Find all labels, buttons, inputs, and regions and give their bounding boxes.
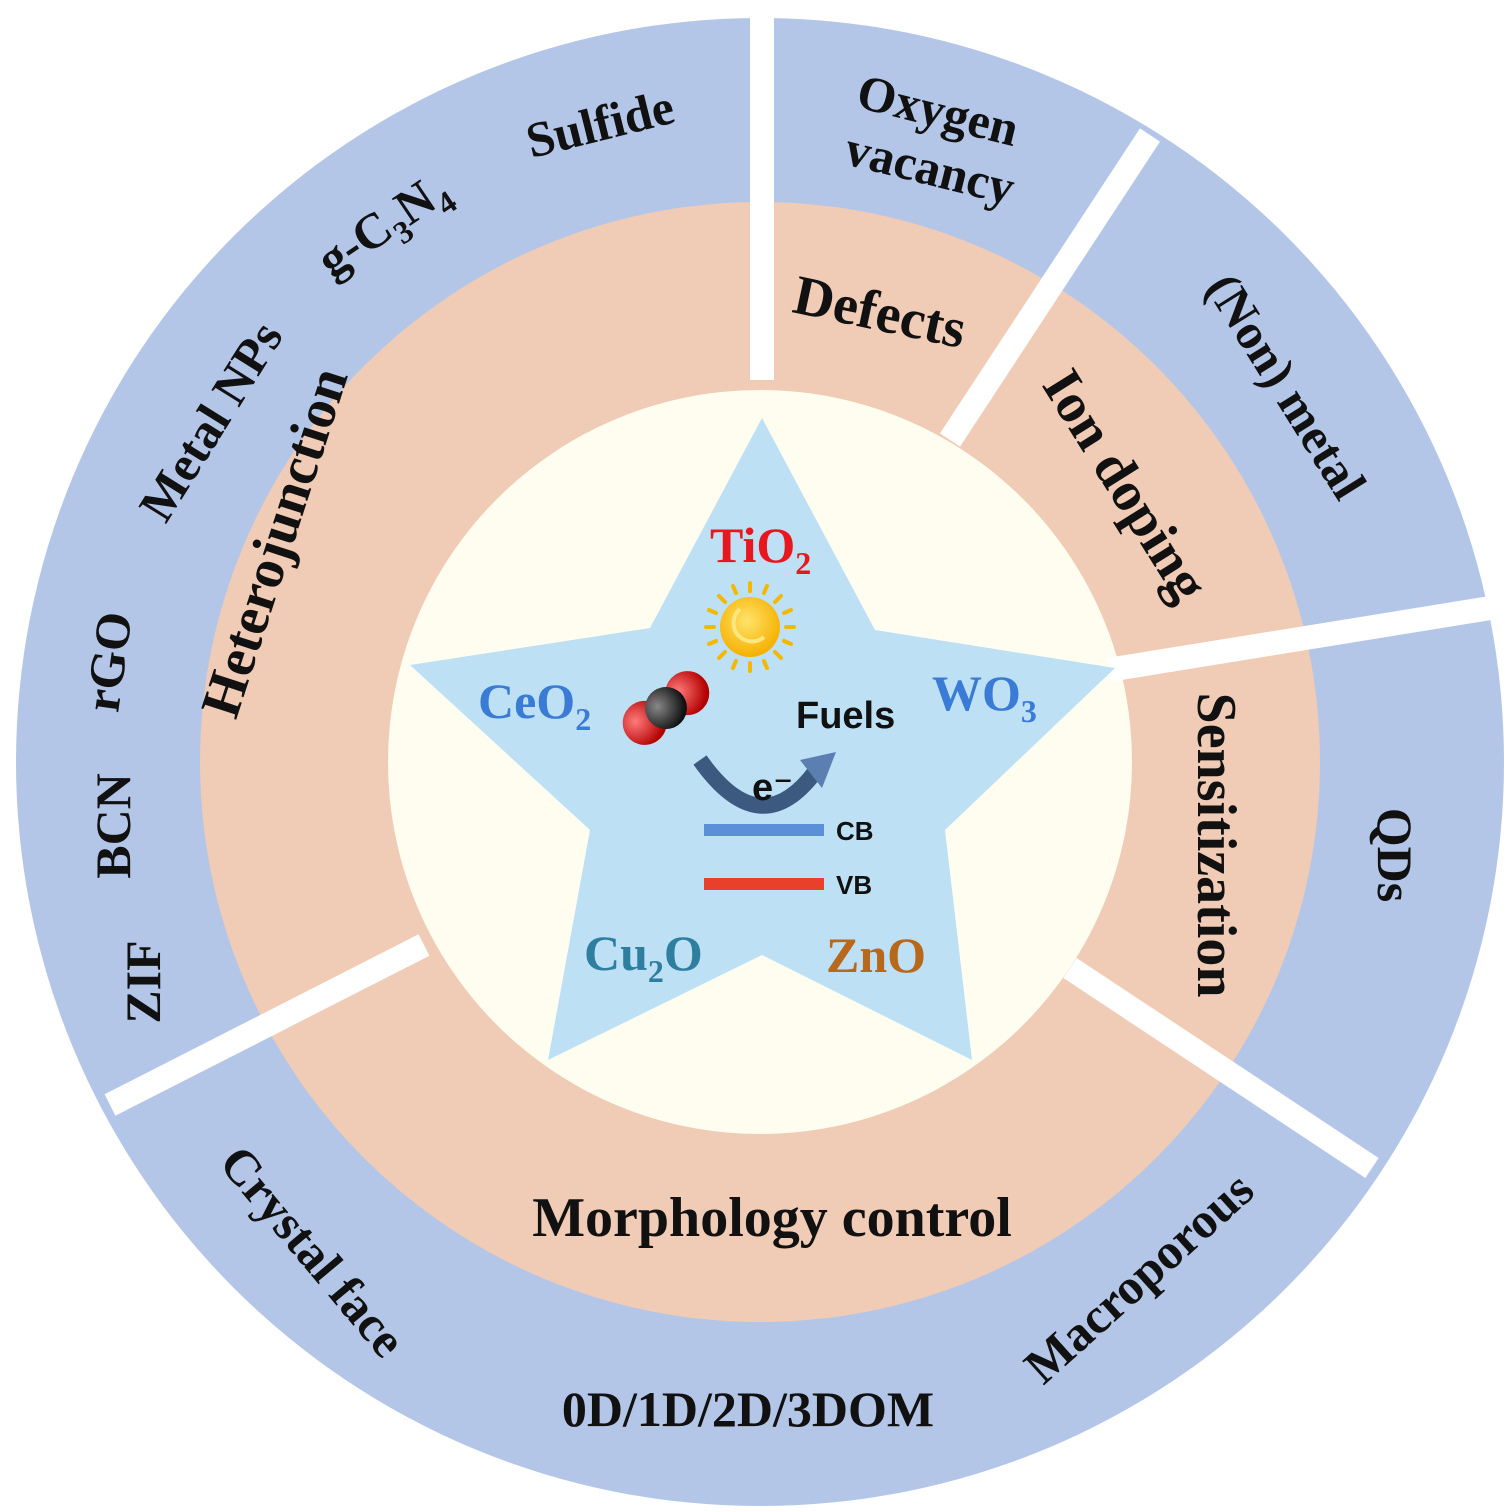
electron-label: e⁻ (752, 767, 793, 809)
material-cu2o: Cu2O (584, 925, 703, 989)
conduction-band-bar (704, 824, 824, 836)
material-ceo2: CeO2 (478, 673, 591, 737)
category-morphology-control: Morphology control (532, 1187, 1012, 1249)
item-0d-1d-2d-3dom: 0D/1D/2D/3DOM (562, 1381, 934, 1437)
sun-icon (704, 581, 796, 673)
item-qds: QDs (1367, 808, 1423, 902)
co2-molecule-icon (622, 671, 710, 745)
catalyst-star (410, 418, 1115, 1060)
category-sensitization: Sensitization (1185, 693, 1247, 998)
sector-dividers (104, 0, 1509, 1179)
fuels-label: Fuels (796, 695, 895, 737)
material-wo3: WO3 (932, 665, 1037, 729)
item-bcn: BCN (85, 773, 141, 879)
valence-band-bar (704, 878, 824, 890)
cb-label: CB (836, 816, 874, 846)
item-zif: ZIF (115, 940, 171, 1023)
vb-label: VB (836, 870, 872, 900)
electron-transfer-arrow-icon (693, 752, 836, 814)
material-tio2: TiO2 (710, 517, 811, 581)
material-zno: ZnO (826, 927, 926, 983)
item-rgo: rGO (73, 608, 142, 715)
